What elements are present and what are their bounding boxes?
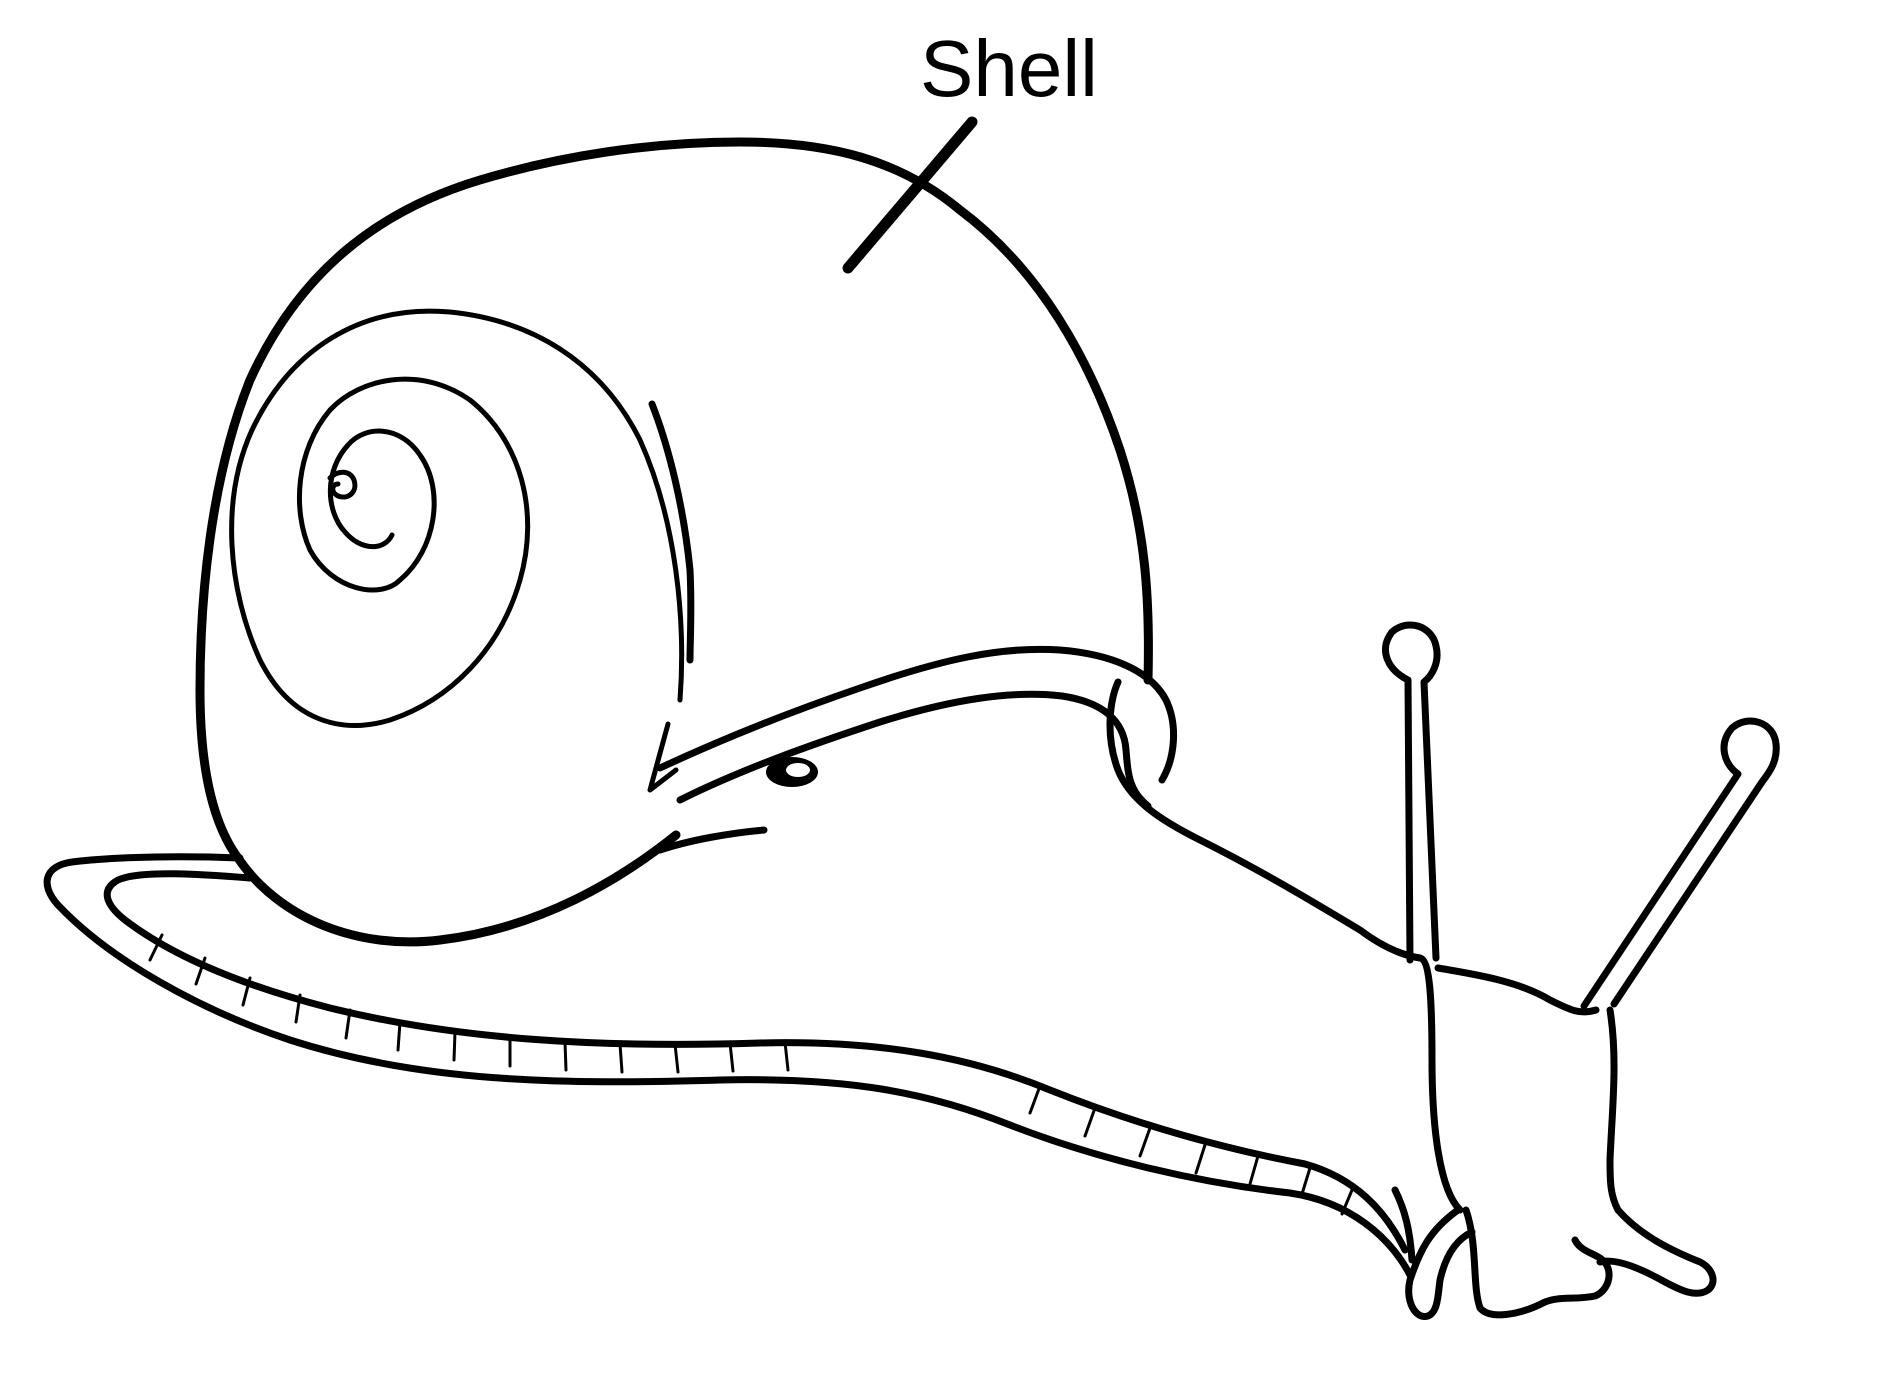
- eye-stalks: [1381, 621, 1780, 1010]
- eye-spot: [766, 757, 818, 787]
- snail-body: [1106, 678, 1717, 1320]
- eye-stalk-left: [1381, 621, 1441, 964]
- lower-tentacle-right: [1596, 1206, 1717, 1297]
- foot-inner-edge: [103, 870, 1409, 1254]
- body-lower-outline: [1416, 954, 1464, 1214]
- shell-lower-outline: [233, 830, 681, 947]
- mantle-notch: [647, 721, 679, 793]
- shell-whorl-2: [327, 428, 437, 583]
- shell-callout: Shell: [842, 24, 1098, 274]
- body-top-outline: [1106, 678, 1424, 962]
- mantle-collar: [647, 645, 1178, 854]
- neck-outline: [1434, 964, 1600, 1016]
- shell-whorl-1: [229, 308, 685, 728]
- shell-spiral-center: [327, 469, 358, 500]
- head-bottom-outline: [1462, 1206, 1613, 1319]
- mantle-edge: [656, 826, 768, 854]
- lower-tentacle-left: [1405, 1206, 1476, 1320]
- shell-label: Shell: [920, 24, 1098, 113]
- foot-sole-grooves: [148, 933, 1354, 1216]
- shell-leader-line: [842, 116, 978, 274]
- foot-outer-outline: [43, 853, 1414, 1279]
- eye-stalk-right: [1580, 717, 1780, 1010]
- head-front-outline: [1606, 1006, 1622, 1214]
- tentacle-stub: [1391, 1186, 1416, 1264]
- shell-growth-line: [648, 400, 695, 664]
- mantle-upper-outline: [656, 645, 1178, 784]
- shell-outer-outline: [195, 137, 1153, 863]
- mantle-lower-outline: [676, 690, 1152, 810]
- snail-shell: [195, 137, 1153, 947]
- snail-foot: [43, 853, 1414, 1279]
